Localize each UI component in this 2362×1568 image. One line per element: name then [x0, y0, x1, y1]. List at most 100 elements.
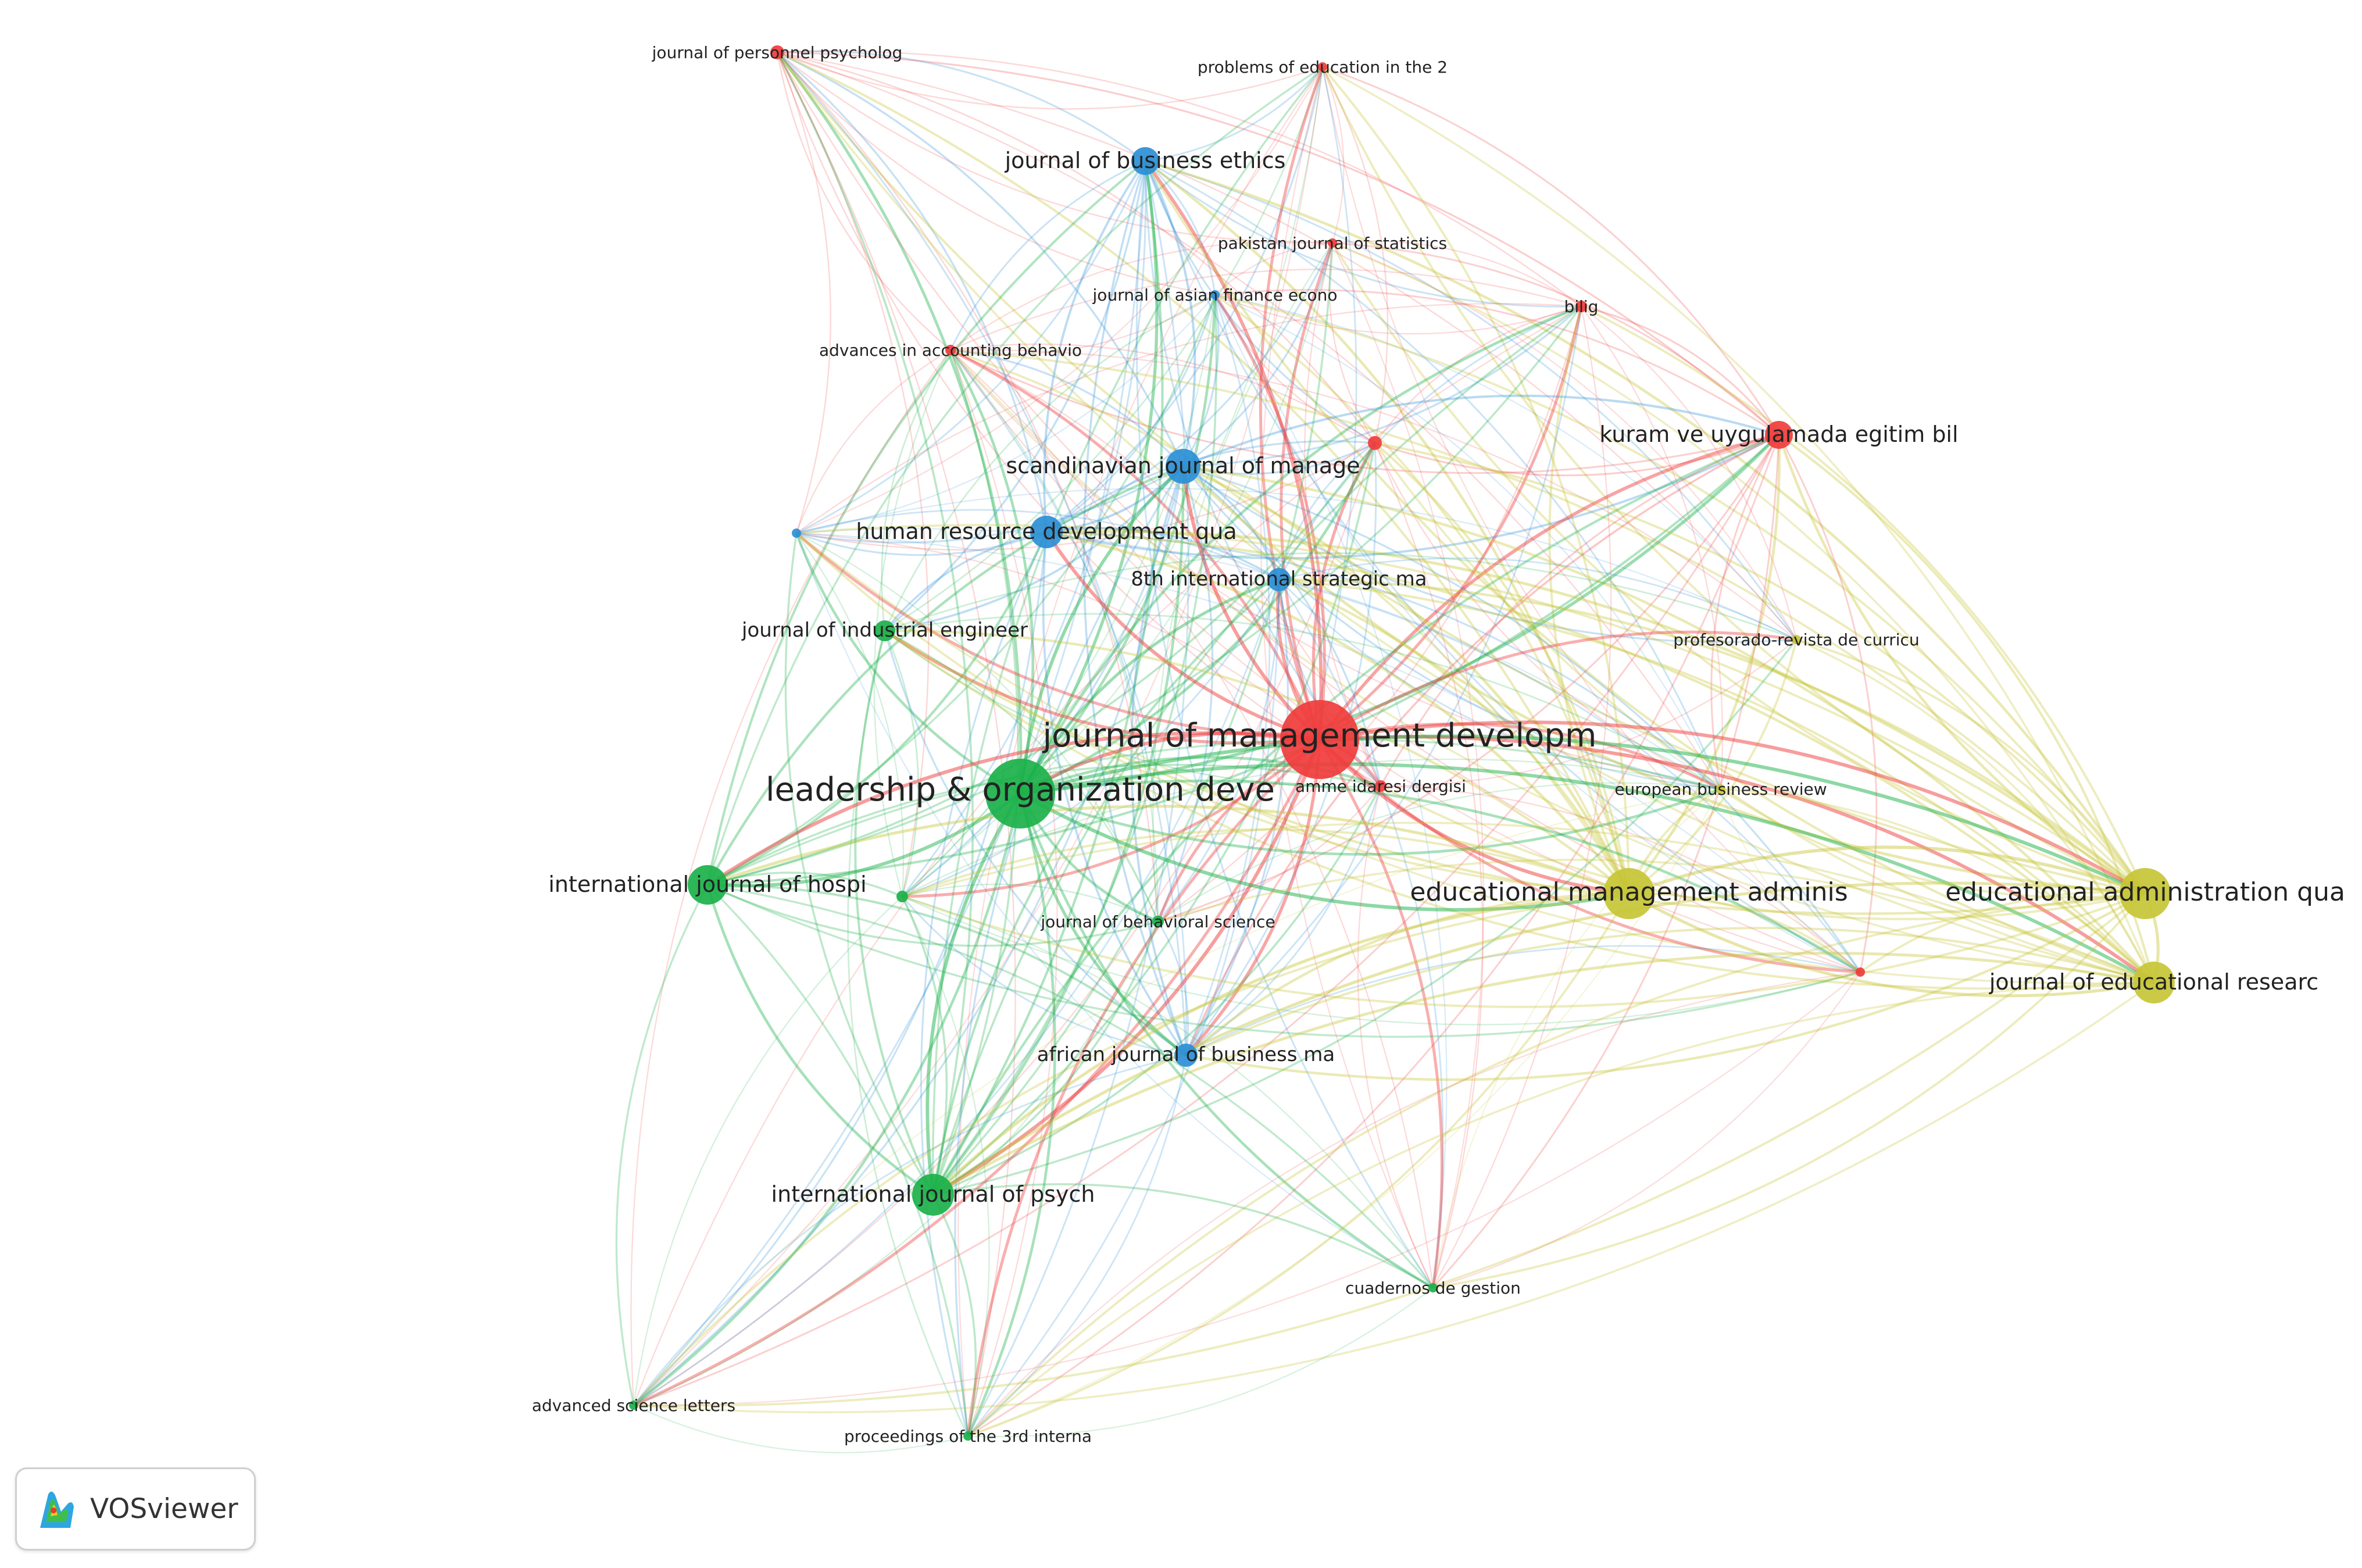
link-jbe-unl4: [1144, 160, 1861, 973]
link-unl4-ajbm: [1185, 945, 1861, 1056]
link-unl2-unl4: [796, 532, 1861, 973]
node-ijh[interactable]: [688, 865, 727, 905]
link-unl2-ijp: [784, 533, 934, 1195]
label-jie: journal of industrial engineer: [741, 619, 1028, 642]
link-aab-jie: [881, 349, 952, 631]
link-ebr-ijh: [707, 738, 1721, 886]
node-aid[interactable]: [1375, 780, 1387, 792]
link-pjs-unl1: [1328, 242, 1376, 444]
node-jafe[interactable]: [1210, 290, 1220, 299]
link-aab-cdg: [950, 349, 1434, 1288]
node-ema[interactable]: [1603, 868, 1655, 919]
link-jbs-jer: [1157, 859, 2154, 984]
node-lod[interactable]: [985, 759, 1055, 828]
link-8th-ajbm: [1185, 579, 1289, 1056]
link-ijp-cdg: [932, 1183, 1434, 1289]
node-p3i[interactable]: [963, 1431, 973, 1441]
node-unl2[interactable]: [792, 528, 801, 538]
link-unl3-ema: [902, 828, 1630, 898]
link-8th-jer: [1278, 578, 2155, 984]
link-jafe-aab: [950, 294, 1216, 355]
link-ebr-asl: [633, 788, 1721, 1406]
link-pjs-hrdq: [1046, 242, 1334, 533]
link-hrdq-jie: [884, 531, 1047, 632]
link-kuram-unl4: [1778, 434, 1878, 973]
link-jpp-unl1: [777, 51, 1376, 444]
link-unl3-ijp: [901, 896, 948, 1195]
link-aid-eaq: [1380, 785, 2146, 920]
node-hrdq[interactable]: [1030, 516, 1063, 548]
link-aid-unl4: [1380, 785, 1861, 973]
vosviewer-logo-icon: [40, 1491, 74, 1528]
link-pe2-unl4: [1321, 66, 1861, 973]
link-pe2-asl: [633, 66, 1324, 1406]
link-unl3-eaq: [902, 892, 2146, 1008]
node-jie[interactable]: [874, 620, 895, 641]
node-sjm[interactable]: [1166, 449, 1200, 484]
node-ebr[interactable]: [1716, 784, 1725, 794]
link-pe2-ijh: [706, 66, 1323, 885]
link-kuram-cdg: [1432, 434, 1780, 1289]
link-jpp-jbe: [777, 50, 1146, 162]
node-cdg[interactable]: [1428, 1283, 1438, 1292]
link-eaq-p3i: [967, 892, 2146, 1437]
link-jpp-unl3: [776, 52, 930, 897]
link-jpp-kuram: [777, 51, 1780, 436]
link-unl1-asl: [633, 442, 1376, 1406]
link-aid-ijp: [932, 785, 1382, 1196]
node-ajbm[interactable]: [1174, 1044, 1198, 1067]
node-kuram[interactable]: [1765, 421, 1793, 449]
link-jpp-sjm: [777, 51, 1184, 467]
link-jbe-unl1: [1144, 160, 1375, 444]
node-eaq[interactable]: [2120, 868, 2171, 919]
link-ebr-p3i: [967, 788, 1721, 1437]
node-pe2[interactable]: [1318, 62, 1327, 72]
node-jer[interactable]: [2133, 962, 2175, 1003]
link-cdg-p3i: [967, 1287, 1434, 1438]
label-ijp: international journal of psych: [771, 1181, 1095, 1207]
node-jbe[interactable]: [1131, 147, 1159, 175]
link-aab-unl2: [795, 349, 951, 534]
node-unl1[interactable]: [1368, 436, 1382, 450]
node-pjs[interactable]: [1328, 238, 1337, 248]
link-unl3-cdg: [902, 895, 1434, 1288]
link-ijh-cdg: [707, 884, 1434, 1289]
link-bilig-ema: [1548, 306, 1630, 894]
link-aab-ajbm: [949, 349, 1187, 1056]
node-jbs[interactable]: [1152, 916, 1164, 927]
link-aab-sjm: [950, 349, 1184, 467]
node-asl[interactable]: [629, 1401, 638, 1410]
link-jpp-jbs: [777, 52, 1159, 922]
link-sjm-prof: [1182, 465, 1797, 643]
label-jafe: journal of asian finance econo: [1092, 285, 1338, 305]
link-hrdq-ajbm: [1042, 531, 1187, 1056]
label-hrdq: human resource development qua: [856, 519, 1237, 544]
node-ijp[interactable]: [912, 1174, 954, 1216]
node-prof[interactable]: [1792, 635, 1801, 644]
link-kuram-ajbm: [1185, 434, 1779, 1056]
link-jpp-bilig: [777, 50, 1582, 307]
vosviewer-logo-label: VOSviewer: [90, 1493, 238, 1525]
link-unl1-jer: [1374, 442, 2154, 984]
node-unl3[interactable]: [896, 891, 908, 902]
link-unl2-unl3: [796, 533, 905, 897]
link-unl2-lod: [795, 533, 1021, 795]
link-unl2-8th: [796, 509, 1280, 581]
link-sjm-asl: [633, 466, 1184, 1406]
label-bilig: bilig: [1564, 297, 1599, 316]
node-bilig[interactable]: [1575, 301, 1587, 312]
link-jmd-ijp: [932, 738, 1321, 1196]
link-lod-ijp: [925, 792, 1022, 1195]
node-unl4[interactable]: [1856, 967, 1865, 977]
node-jmd[interactable]: [1280, 700, 1359, 779]
node-8th[interactable]: [1267, 568, 1291, 591]
link-pe2-ajbm: [1185, 66, 1357, 1056]
link-sjm-jmd: [1181, 466, 1321, 741]
link-unl1-ijp: [932, 442, 1376, 1196]
node-jpp[interactable]: [770, 45, 784, 59]
node-aab[interactable]: [945, 345, 956, 355]
link-jpp-ijp: [776, 52, 974, 1195]
link-jer-p3i: [967, 981, 2154, 1437]
link-bilig-jmd: [1318, 306, 1583, 741]
link-jafe-unl2: [796, 294, 1216, 534]
